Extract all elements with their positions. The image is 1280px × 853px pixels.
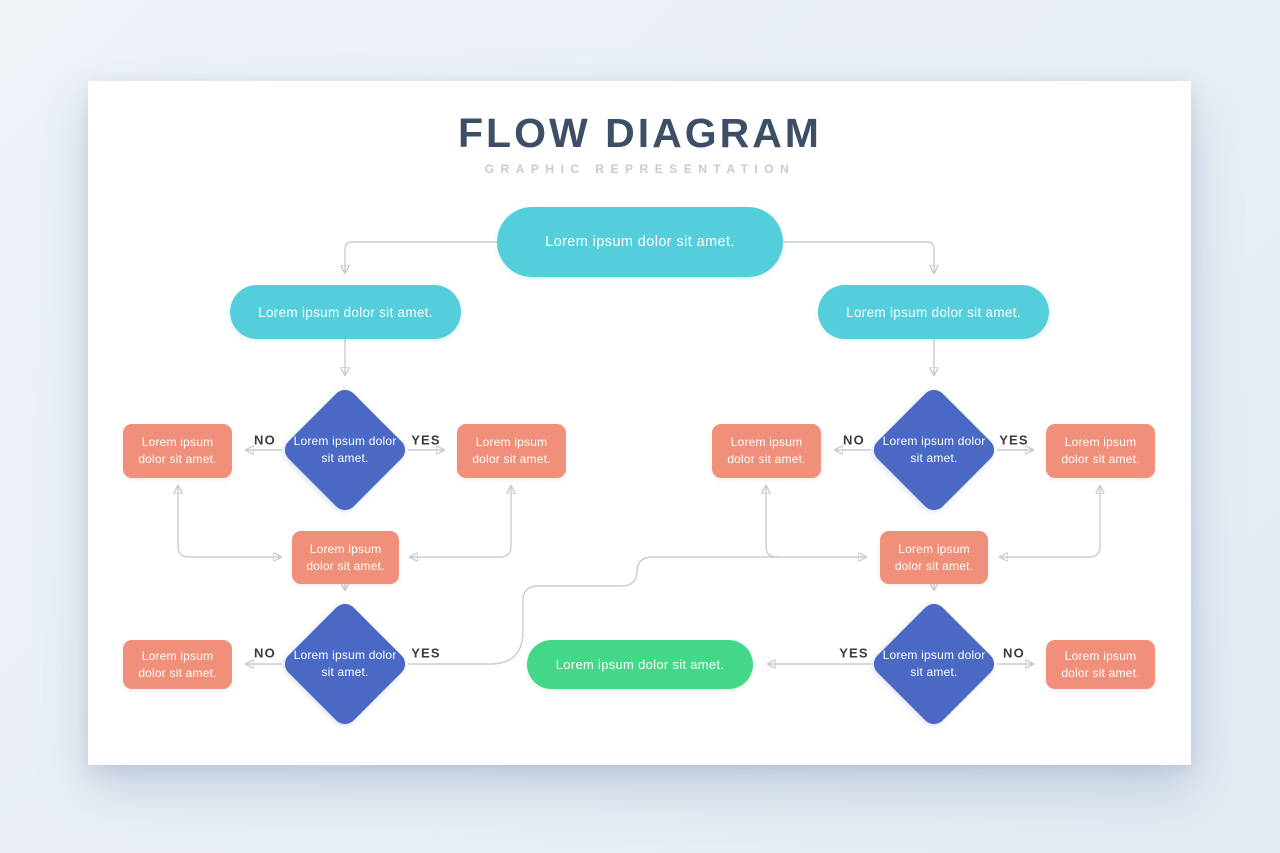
box-bottom-left-no-label: Lorem ipsum dolor sit amet. xyxy=(138,648,217,680)
edge-label-tl-yes: YES xyxy=(411,432,441,448)
decision-bottom-right: Lorem ipsum dolor sit amet. xyxy=(868,598,1000,730)
decision-top-right-label: Lorem ipsum dolor sit amet. xyxy=(882,434,986,465)
edge-box-tr-yes-to-merge-right xyxy=(1000,486,1100,557)
branch-left-label: Lorem ipsum dolor sit amet. xyxy=(258,304,433,320)
branch-right-node: Lorem ipsum dolor sit amet. xyxy=(818,285,1049,339)
box-bottom-right-no: Lorem ipsum dolor sit amet. xyxy=(1046,640,1155,689)
start-node-label: Lorem ipsum dolor sit amet. xyxy=(545,234,735,250)
edge-label-br-no: NO xyxy=(1003,645,1025,661)
branch-left-node: Lorem ipsum dolor sit amet. xyxy=(230,285,461,339)
decision-top-left: Lorem ipsum dolor sit amet. xyxy=(279,384,411,516)
edge-label-tr-no: NO xyxy=(843,432,865,448)
box-top-right-no-label: Lorem ipsum dolor sit amet. xyxy=(727,435,806,466)
decision-bottom-right-label: Lorem ipsum dolor sit amet. xyxy=(882,648,986,679)
edge-box-tl-yes-to-merge-left xyxy=(410,486,511,557)
edge-box-tl-no-to-merge-left xyxy=(178,486,281,557)
box-top-right-no: Lorem ipsum dolor sit amet. xyxy=(712,424,821,478)
decision-bottom-left-label: Lorem ipsum dolor sit amet. xyxy=(293,648,397,679)
edge-start-to-branch-left xyxy=(345,241,497,273)
box-top-left-no: Lorem ipsum dolor sit amet. xyxy=(123,424,232,478)
page-subtitle: GRAPHIC REPRESENTATION xyxy=(484,162,796,177)
edge-label-bl-no: NO xyxy=(254,645,276,661)
end-node-label: Lorem ipsum dolor sit amet. xyxy=(555,657,725,672)
box-top-right-yes: Lorem ipsum dolor sit amet. xyxy=(1046,424,1155,478)
decision-top-right: Lorem ipsum dolor sit amet. xyxy=(868,384,1000,516)
merge-right-label: Lorem ipsum dolor sit amet. xyxy=(894,541,974,573)
merge-left-label: Lorem ipsum dolor sit amet. xyxy=(306,541,385,573)
edge-start-to-branch-right xyxy=(783,241,934,273)
page-title: FLOW DIAGRAM xyxy=(458,110,822,156)
edge-box-tr-no-to-merge-right xyxy=(766,486,866,557)
branch-right-label: Lorem ipsum dolor sit amet. xyxy=(846,304,1021,320)
box-top-left-no-label: Lorem ipsum dolor sit amet. xyxy=(138,435,217,466)
edge-label-bl-yes: YES xyxy=(411,645,441,661)
end-node: Lorem ipsum dolor sit amet. xyxy=(527,640,753,689)
merge-left-node: Lorem ipsum dolor sit amet. xyxy=(292,531,399,584)
edge-label-br-yes: YES xyxy=(839,645,869,661)
decision-bottom-left: Lorem ipsum dolor sit amet. xyxy=(279,598,411,730)
start-node: Lorem ipsum dolor sit amet. xyxy=(497,207,783,277)
box-top-right-yes-label: Lorem ipsum dolor sit amet. xyxy=(1061,435,1140,466)
merge-right-node: Lorem ipsum dolor sit amet. xyxy=(880,531,988,584)
decision-top-left-label: Lorem ipsum dolor sit amet. xyxy=(293,434,397,465)
box-bottom-left-no: Lorem ipsum dolor sit amet. xyxy=(123,640,232,689)
box-top-left-yes: Lorem ipsum dolor sit amet. xyxy=(457,424,566,478)
box-top-left-yes-label: Lorem ipsum dolor sit amet. xyxy=(472,435,551,466)
edge-label-tr-yes: YES xyxy=(999,432,1029,448)
edge-label-tl-no: NO xyxy=(254,432,276,448)
edge-decision-bl-yes-to-merge-right xyxy=(408,556,780,665)
box-bottom-right-no-label: Lorem ipsum dolor sit amet. xyxy=(1061,648,1140,680)
diagram-header: FLOW DIAGRAM GRAPHIC REPRESENTATION xyxy=(0,110,1280,177)
